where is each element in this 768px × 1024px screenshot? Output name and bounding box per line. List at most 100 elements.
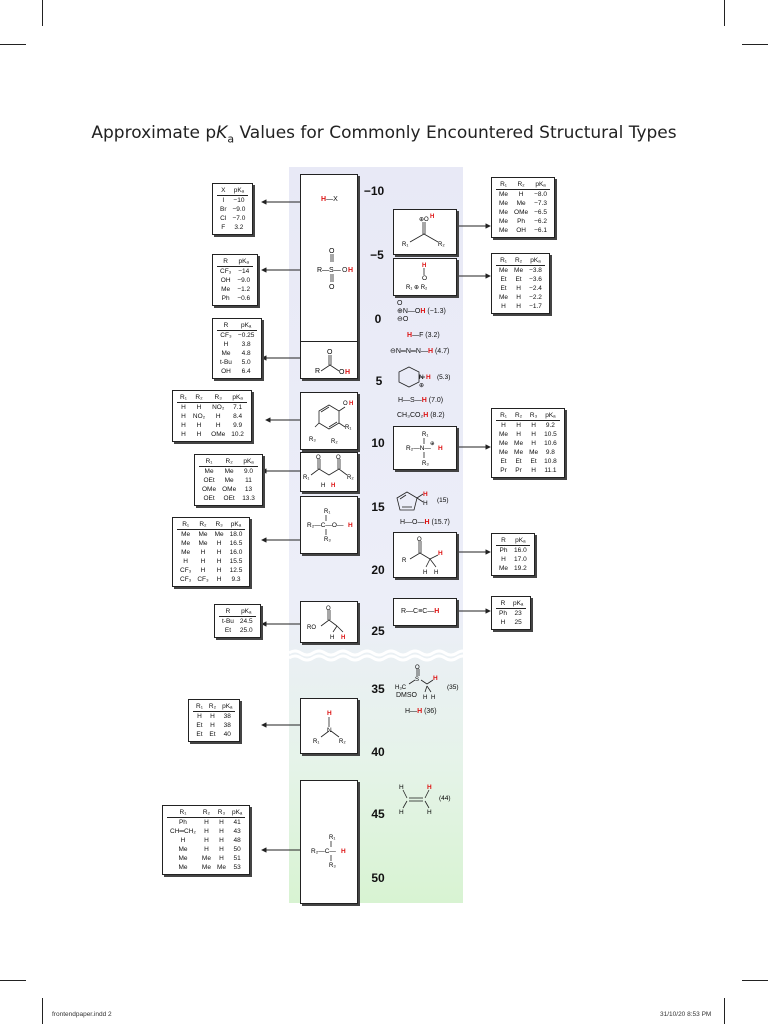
- table-header: pKₐ: [239, 457, 258, 467]
- table-cell: H: [215, 413, 221, 420]
- table-cell: 16.5: [229, 540, 243, 547]
- table-cell: I: [222, 197, 225, 204]
- table-cell: H: [516, 422, 521, 429]
- table-cell: Me: [224, 468, 234, 475]
- table-cell: Me: [216, 864, 226, 871]
- table-cell: OEt: [203, 477, 215, 484]
- ketone-box: O R H H H: [393, 532, 457, 578]
- table-cell: Et: [196, 731, 203, 738]
- hydrogen-sulfide: H—S—H (7.0): [398, 397, 444, 404]
- svg-text:O: O: [417, 537, 422, 543]
- svg-text:H: H: [330, 635, 334, 641]
- table-cell: Et: [500, 285, 507, 292]
- hx-structure: H—X: [321, 196, 338, 203]
- table-cell: H: [216, 549, 222, 556]
- svg-text:R₁: R₁: [303, 475, 309, 481]
- table-cell: 50: [233, 846, 241, 853]
- table-cell: Pr: [500, 467, 507, 474]
- table-cell: Me: [499, 209, 509, 216]
- alkane-box: R₁ R₂—C— H R₃: [300, 780, 358, 904]
- svg-text:R₁: R₁: [422, 432, 428, 438]
- table-cell: Me: [499, 294, 509, 301]
- table-cell: Me: [514, 440, 524, 447]
- table-header: R₂: [205, 702, 220, 712]
- table-header: pKₐ: [226, 520, 246, 530]
- svg-text:H: H: [423, 695, 427, 701]
- table-cell: 5.0: [241, 359, 251, 366]
- table-header: R₁: [177, 393, 190, 403]
- table-header: R₃: [211, 520, 227, 530]
- table-cell: 10.5: [544, 431, 557, 438]
- dmso-structure: O S H₃C H H H (35): [395, 662, 475, 702]
- protonated-ketone-box: ⊕O H R₁ R₂: [393, 209, 457, 255]
- table-cell: 12.5: [229, 567, 243, 574]
- svg-text:R₃: R₃: [324, 537, 331, 543]
- table-cell: H: [183, 558, 188, 565]
- table-cell: Ph: [178, 819, 187, 826]
- table-cell: OMe: [514, 209, 529, 216]
- carboxylic-acid-structure: O R O H: [315, 349, 350, 376]
- svg-text:R₁: R₁: [345, 425, 351, 431]
- svg-text:O: O: [422, 275, 427, 282]
- scale-label: −5: [370, 248, 384, 262]
- table-cell: 13.3: [242, 495, 255, 502]
- table-cell: Me: [204, 468, 214, 475]
- table-cell: 41: [233, 819, 241, 826]
- ester-structure: O RO H H: [307, 606, 345, 641]
- table-cell: 3.8: [241, 341, 251, 348]
- table-row: Ph−0.6: [217, 294, 253, 303]
- table-cell: H: [531, 440, 536, 447]
- table-cell: 17.0: [514, 556, 527, 563]
- table-cell: OH: [220, 277, 231, 284]
- svg-text:N: N: [419, 374, 424, 381]
- table-cell: Et: [500, 276, 507, 283]
- table-cell: t-Bu: [222, 618, 234, 625]
- svg-text:R: R: [315, 368, 320, 375]
- ethylene-structure: H H H H (44): [399, 784, 451, 816]
- hydrazoic-acid: ⊖N═N═N—H (4.7): [390, 348, 450, 355]
- table-header: R₂: [511, 411, 527, 421]
- ammonium-box: R₁ R₂—N— H ⊕ R₃: [393, 426, 457, 470]
- phenol-box: O H R₁ R₂ R₃: [300, 392, 358, 450]
- table-header: R₁: [496, 411, 512, 421]
- table-header: R: [217, 257, 235, 267]
- table-cell: OMe: [222, 486, 237, 493]
- table-header: R₁: [496, 180, 512, 190]
- svg-text:H: H: [423, 500, 428, 507]
- table-cell: OMe: [211, 431, 226, 438]
- svg-text:(5.3): (5.3): [437, 374, 450, 381]
- page-title: Approximate pKa Values for Commonly Enco…: [91, 123, 677, 146]
- table-cell: Me: [499, 440, 509, 447]
- table-cell: −2.4: [529, 285, 542, 292]
- nitric-acid-structure: O ⊕N—OH (−1.3) ⊖O: [397, 300, 446, 323]
- table-header: R₃: [213, 808, 229, 818]
- table-row: Br−9.0: [217, 205, 248, 214]
- table-cell: H: [200, 558, 206, 565]
- crop-mark: [724, 998, 725, 1024]
- svg-text:O: O: [329, 248, 335, 255]
- table-header: R₃: [208, 393, 229, 403]
- table-cell: H: [501, 303, 506, 310]
- table-cell: H: [216, 576, 222, 583]
- svg-text:R₂: R₂: [331, 439, 338, 445]
- table-header: R₂: [511, 256, 527, 266]
- svg-text:O: O: [326, 606, 331, 612]
- scale-break: [289, 649, 463, 662]
- table-header: R₁: [177, 520, 195, 530]
- table-cell: Me: [499, 267, 509, 274]
- table-cell: H: [200, 549, 206, 556]
- table-cell: 9.3: [231, 576, 241, 583]
- table-cell: 24.5: [239, 618, 253, 625]
- table-cell: H: [500, 619, 506, 626]
- footer-timestamp: 31/10/20 8:53 PM: [660, 1011, 712, 1018]
